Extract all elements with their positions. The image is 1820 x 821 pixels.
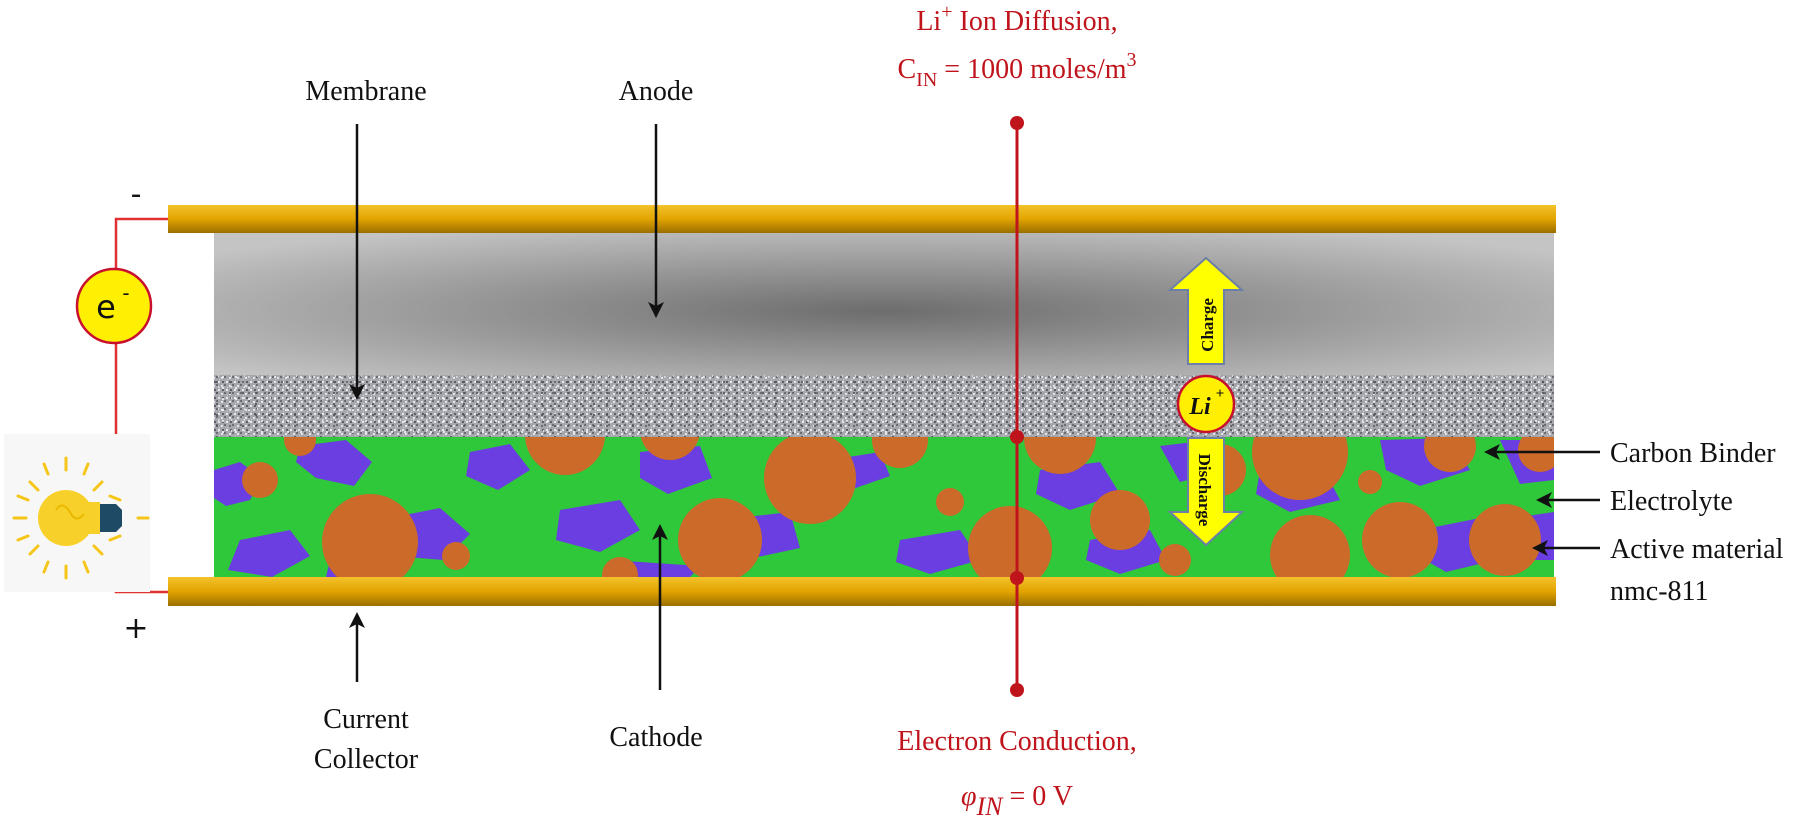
ion-diffusion-title: Li+ Ion Diffusion, — [916, 1, 1117, 37]
top-current-collector — [168, 205, 1556, 233]
electron-charge: - — [122, 281, 129, 305]
carbon-binder-label: Carbon Binder — [1610, 438, 1776, 469]
annotation-arrows — [355, 124, 1600, 690]
bulb-icon — [4, 434, 150, 592]
svg-text:e: e — [96, 288, 116, 326]
electron-indicator: e - — [75, 267, 153, 345]
anode-label: Anode — [619, 76, 694, 107]
li-symbol: Li — [1188, 394, 1211, 420]
active-material-label-line1: Active material — [1610, 534, 1784, 565]
li-charge: + — [1216, 386, 1225, 402]
bottom-current-collector — [168, 577, 1556, 606]
membrane-label: Membrane — [305, 76, 426, 107]
electron-symbol: e — [96, 288, 116, 326]
ion-diffusion-condition: CIN = 1000 moles/m3 — [897, 49, 1136, 91]
electrolyte-label: Electrolyte — [1610, 486, 1733, 517]
active-material-label-line2: nmc-811 — [1610, 576, 1709, 607]
anode-region — [214, 233, 1554, 375]
charge-label: Charge — [1198, 298, 1217, 352]
discharge-arrow: Discharge — [1167, 437, 1245, 547]
electron-conduction-condition: φIN = 0 V — [961, 781, 1073, 821]
annotation-arrowheads — [349, 302, 1552, 628]
electron-conduction-title: Electron Conduction, — [897, 726, 1137, 757]
cathode-label: Cathode — [609, 722, 702, 753]
current-collector-label-line1: Current — [323, 704, 409, 735]
li-ion-indicator: Li + — [1176, 374, 1236, 434]
negative-terminal-label: - — [131, 177, 142, 212]
boundary-marker-line — [1010, 116, 1024, 697]
charge-arrow: Charge — [1167, 256, 1245, 365]
positive-terminal-label: + — [123, 611, 148, 646]
current-collector-label-line2: Collector — [314, 744, 419, 775]
cathode-region — [214, 437, 1554, 577]
membrane-region — [214, 375, 1554, 437]
discharge-label: Discharge — [1195, 454, 1214, 527]
